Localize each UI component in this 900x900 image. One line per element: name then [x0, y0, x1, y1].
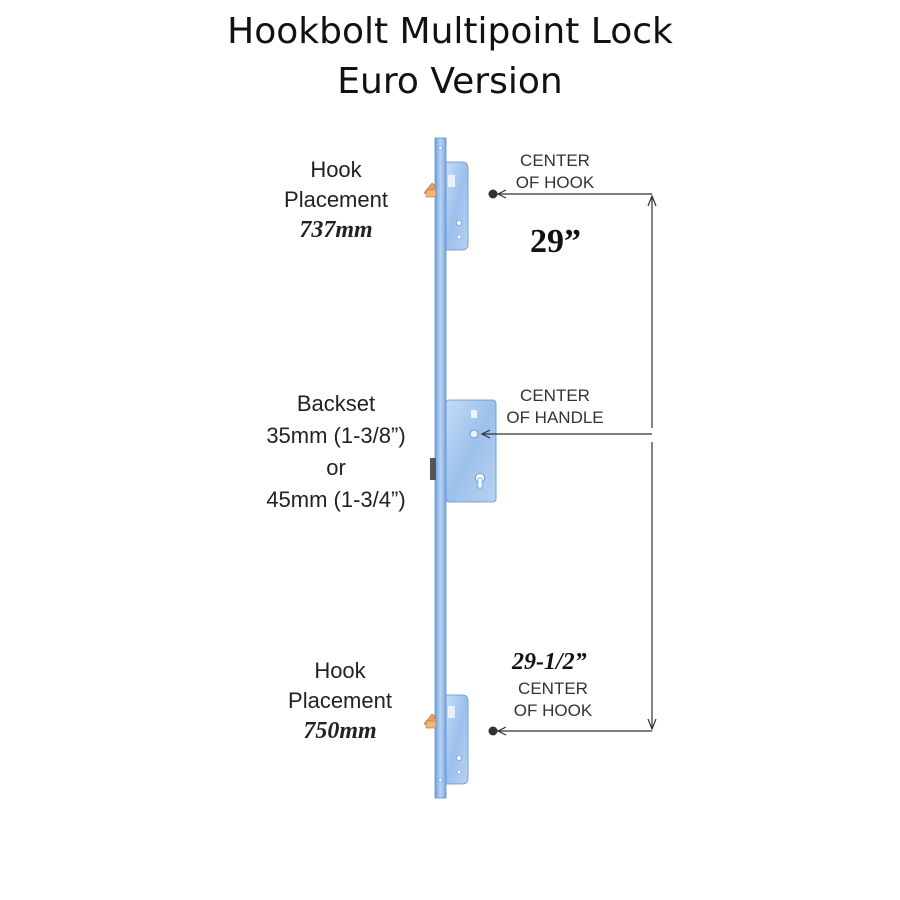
dimension-lower: 29-1/2”	[512, 649, 587, 675]
top-hook-marker	[488, 189, 498, 199]
bottom-hook-case	[445, 694, 469, 785]
backset-label-line1: Backset	[296, 391, 376, 416]
backset-label: Backset 35mm (1-3/8”) or 45mm (1-3/4”)	[236, 388, 436, 516]
dimension-upper: 29”	[530, 223, 581, 260]
leader-top-hook	[496, 189, 652, 199]
bottom-hook-label: Hook Placement 750mm	[270, 656, 410, 746]
dimension-line-lower	[647, 442, 657, 731]
backset-label-line3: or	[326, 455, 346, 480]
bottom-hook-label-line1: Hook	[314, 658, 366, 683]
top-hook-label: Hook Placement 737mm	[266, 155, 406, 245]
callout-center-hook-bottom: CENTER OF HOOK	[493, 678, 613, 722]
callout-center-hook-top-line1: CENTER	[520, 151, 590, 170]
bottom-hook-label-line2: Placement	[288, 688, 392, 713]
bottom-hook-measure: 750mm	[303, 718, 377, 744]
top-hook-measure: 737mm	[299, 217, 373, 243]
callout-center-hook-bottom-line2: OF HOOK	[513, 701, 593, 720]
diagram-title-line1: Hookbolt Multipoint Lock	[227, 11, 673, 52]
top-hook-bolt	[423, 182, 437, 198]
dimension-line-upper	[647, 194, 657, 428]
center-lock-case	[430, 399, 497, 503]
top-hook-label-line2: Placement	[284, 187, 388, 212]
top-hook-case	[445, 161, 469, 251]
top-hook-label-line1: Hook	[310, 157, 362, 182]
backset-label-line2: 35mm (1-3/8”)	[266, 423, 406, 448]
faceplate-strip	[434, 137, 447, 799]
strip-screw	[438, 777, 443, 783]
bottom-hook-bolt	[423, 713, 437, 729]
callout-center-handle-line1: CENTER	[520, 386, 590, 405]
diagram-title-line2: Euro Version	[337, 61, 563, 102]
callout-center-hook-top: CENTER OF HOOK	[495, 150, 615, 194]
bottom-hook-marker	[488, 726, 498, 736]
callout-center-handle: CENTER OF HANDLE	[490, 385, 620, 429]
callout-center-hook-top-line2: OF HOOK	[515, 173, 595, 192]
callout-center-hook-bottom-line1: CENTER	[518, 679, 588, 698]
leader-center-handle	[480, 429, 652, 439]
callout-center-handle-line2: OF HANDLE	[506, 408, 604, 427]
backset-label-line4: 45mm (1-3/4”)	[266, 487, 406, 512]
leader-bottom-hook	[496, 726, 652, 736]
strip-screw	[438, 145, 443, 151]
